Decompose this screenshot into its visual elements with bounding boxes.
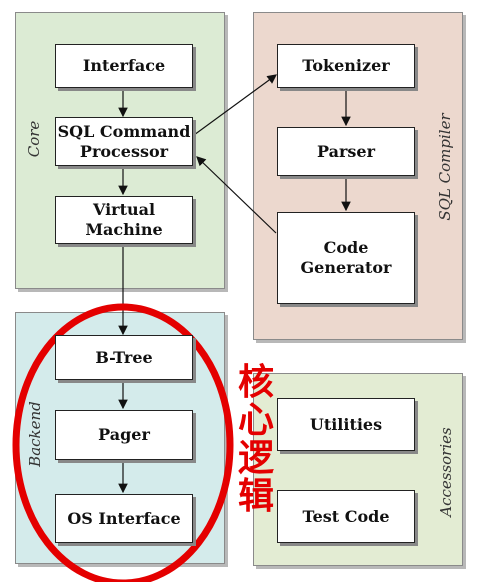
arrow-codegen-to-sql bbox=[196, 156, 277, 234]
pager-box: Pager bbox=[55, 410, 193, 460]
interface-box: Interface bbox=[55, 44, 193, 88]
annotation-char-1: 核 bbox=[237, 362, 274, 403]
annotation-char-3: 逻 bbox=[237, 438, 274, 479]
annotation-char-2: 心 bbox=[237, 400, 274, 441]
sql-command-processor-box: SQL Command Processor bbox=[55, 117, 193, 166]
os-interface-box: OS Interface bbox=[55, 494, 193, 543]
tokenizer-box: Tokenizer bbox=[277, 44, 415, 88]
annotation-char-4: 辑 bbox=[237, 476, 274, 517]
virtual-machine-box: Virtual Machine bbox=[55, 196, 193, 244]
utilities-box: Utilities bbox=[277, 398, 415, 451]
core-logic-annotation: 核 心 逻 辑 bbox=[236, 364, 276, 516]
arrow-sql-to-tokenizer bbox=[193, 74, 277, 136]
parser-box: Parser bbox=[277, 127, 415, 176]
code-generator-box: Code Generator bbox=[277, 212, 415, 304]
highlight-ellipse bbox=[12, 303, 234, 582]
btree-box: B-Tree bbox=[55, 335, 193, 380]
test-code-box: Test Code bbox=[277, 490, 415, 543]
